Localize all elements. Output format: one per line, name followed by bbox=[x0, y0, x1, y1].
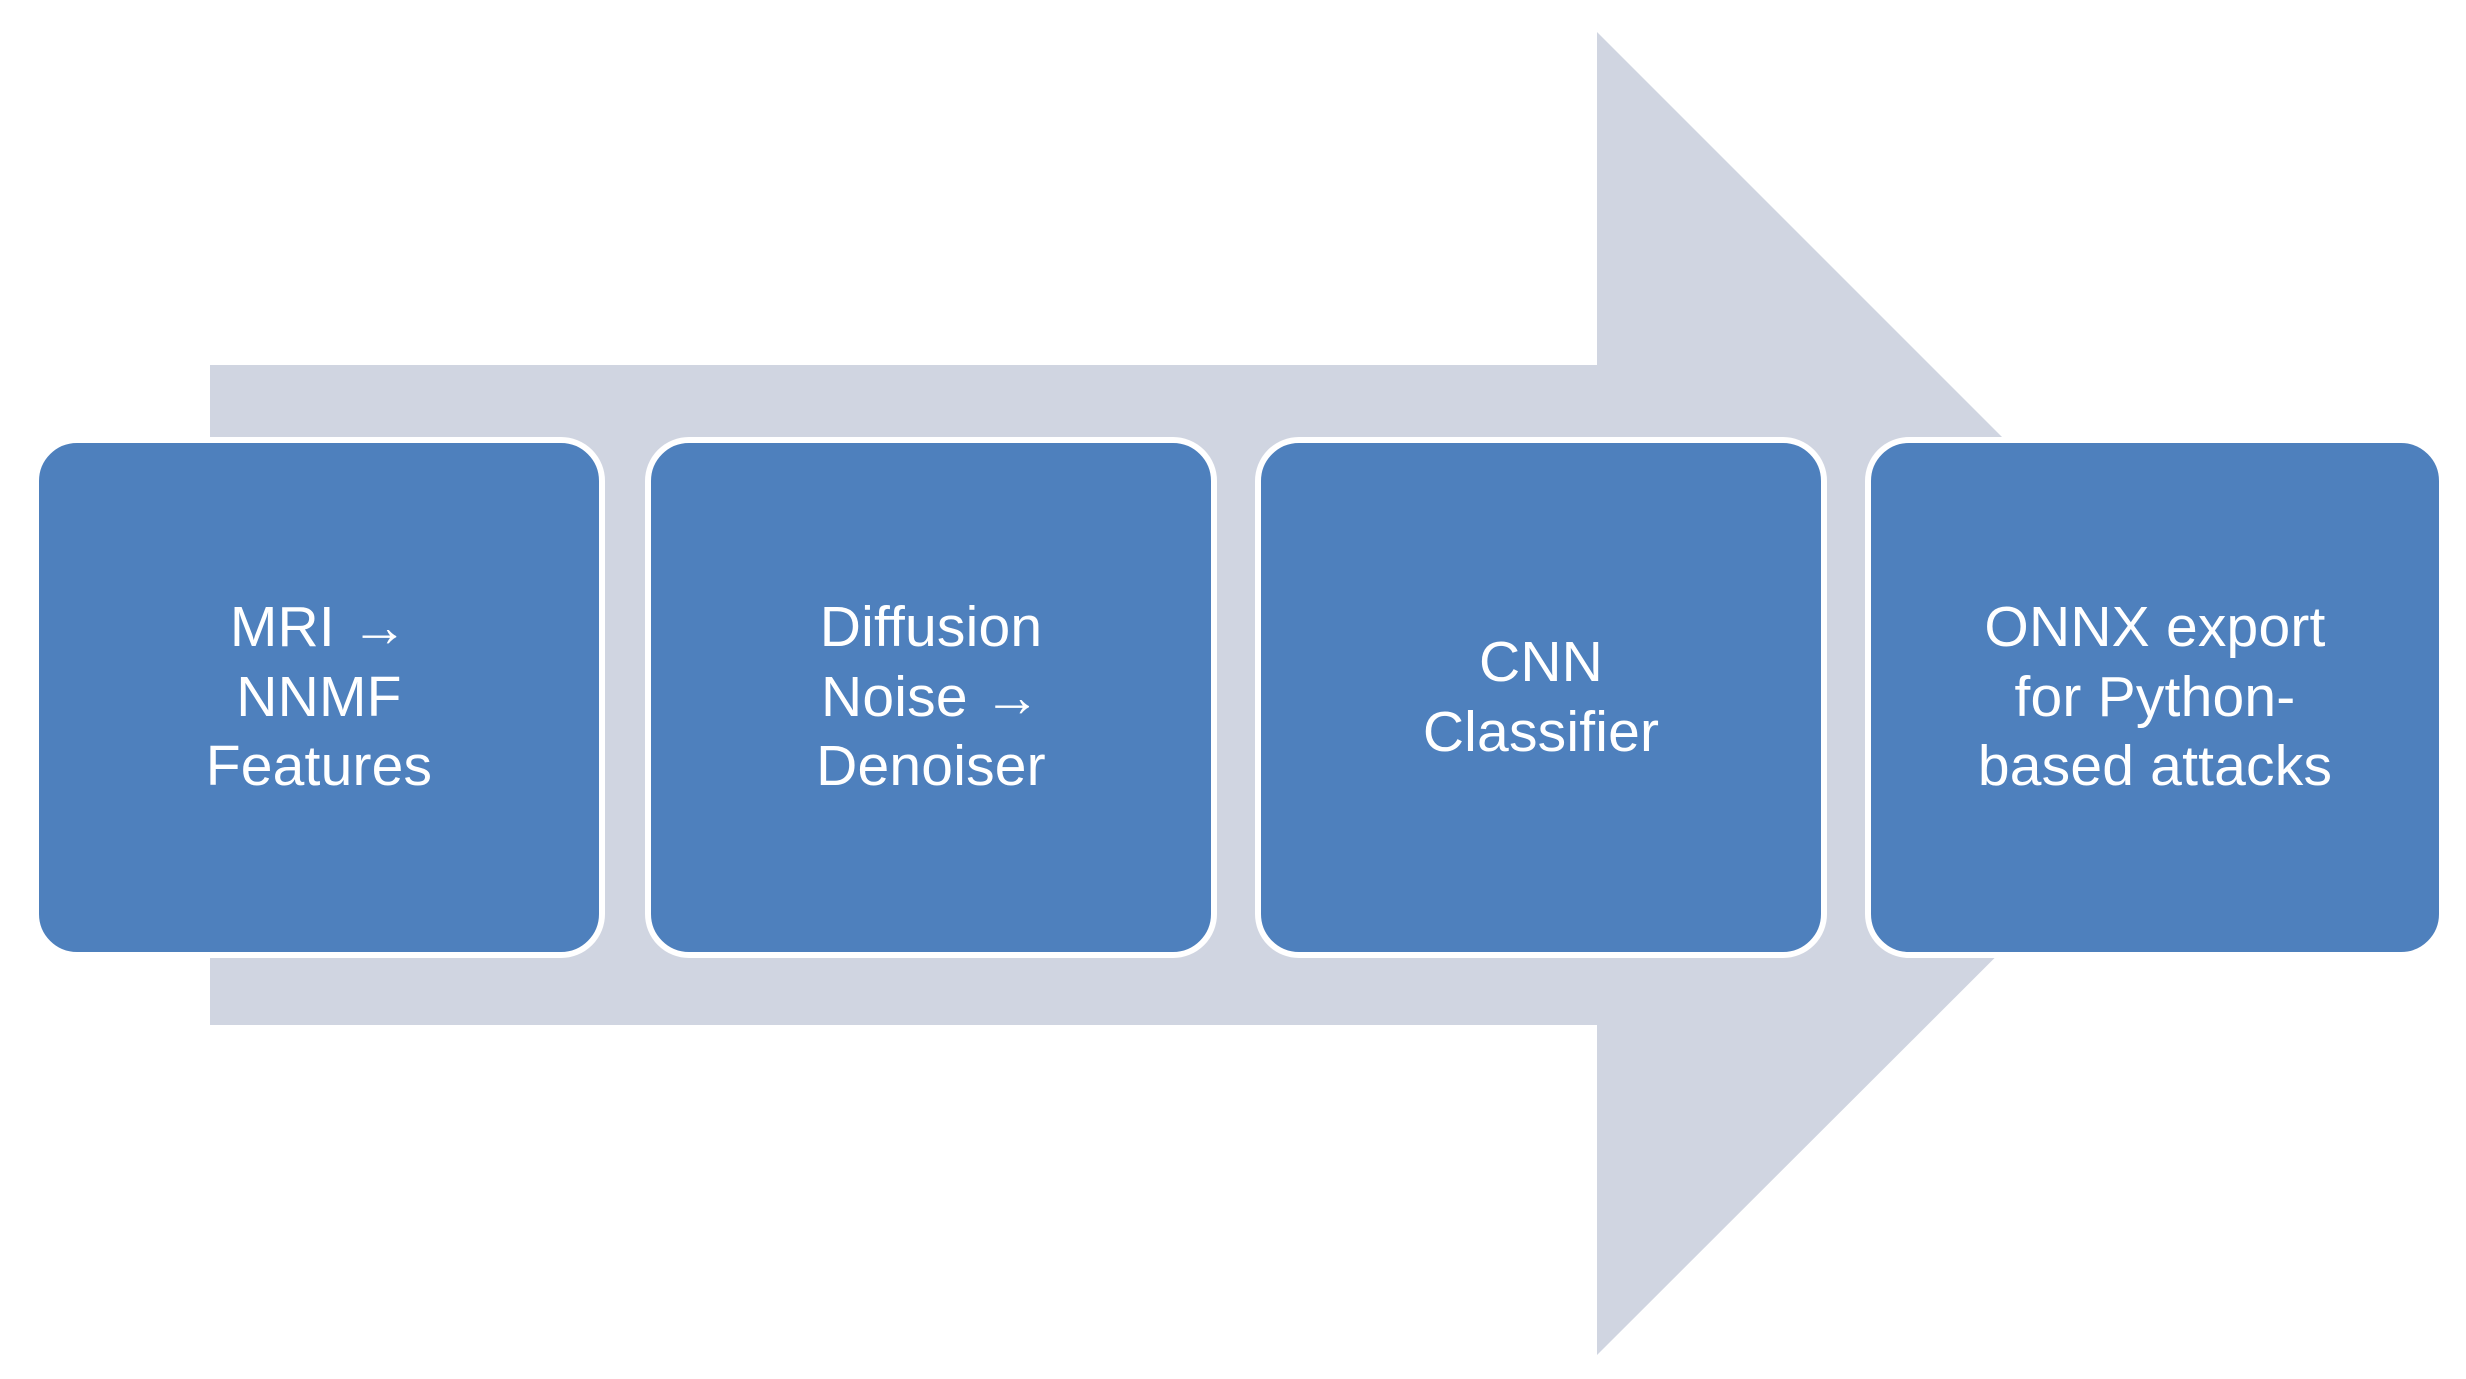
process-step-box-4[interactable]: ONNX export for Python- based attacks bbox=[1865, 437, 2445, 958]
right-arrow-shape bbox=[210, 32, 2259, 1355]
process-step-box-3[interactable]: CNN Classifier bbox=[1255, 437, 1827, 958]
process-step-label-3: CNN Classifier bbox=[1422, 629, 1660, 764]
process-step-box-1[interactable]: MRI → NNMF Features bbox=[33, 437, 605, 958]
process-step-label-4: ONNX export for Python- based attacks bbox=[1977, 595, 2333, 799]
process-step-box-2[interactable]: Diffusion Noise → Denoiser bbox=[645, 437, 1217, 958]
process-step-label-1: MRI → NNMF Features bbox=[205, 595, 433, 799]
process-step-label-2: Diffusion Noise → Denoiser bbox=[816, 595, 1046, 799]
